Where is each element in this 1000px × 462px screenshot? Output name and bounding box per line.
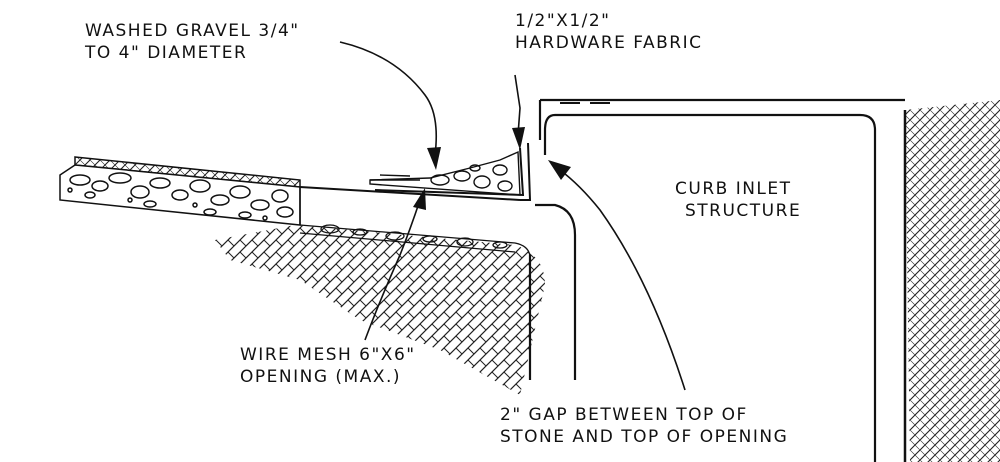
mesh-leader xyxy=(364,199,421,341)
gravel-pile xyxy=(369,150,521,196)
fabric-label: 1/2"x1/2" HARDWARE FABRIC xyxy=(515,10,703,54)
curb-inlet-structure xyxy=(528,98,905,462)
gravel-arrowhead xyxy=(427,147,441,170)
fabric-leader xyxy=(514,74,521,136)
mesh-label: WIRE MESH 6"x6" OPENING (MAX.) xyxy=(240,344,416,388)
soil-hatch-left xyxy=(215,225,545,395)
mesh-arrowhead xyxy=(413,188,426,210)
gap-label: 2" GAP BETWEEN TOP OF STONE AND TOP OF O… xyxy=(500,404,788,448)
fabric-label-line1: 1/2"x1/2" xyxy=(515,11,611,31)
gravel-bed xyxy=(59,164,301,226)
structure-label-line2: STRUCTURE xyxy=(685,201,802,221)
fabric-arrowhead xyxy=(512,127,525,150)
structure-label-line1: CURB INLET xyxy=(675,179,792,199)
gap-arrowhead xyxy=(548,160,571,180)
gap-label-line1: 2" GAP BETWEEN TOP OF xyxy=(500,405,748,425)
gravel-label: WASHED GRAVEL 3/4" TO 4" DIAMETER xyxy=(85,20,300,64)
wire-mesh-line xyxy=(299,186,521,201)
gravel-label-line2: TO 4" DIAMETER xyxy=(85,43,248,63)
structure-label: CURB INLET STRUCTURE xyxy=(675,178,801,222)
gravel-label-line1: WASHED GRAVEL 3/4" xyxy=(85,21,300,41)
gap-label-line2: STONE AND TOP OF OPENING xyxy=(500,427,789,447)
gap-leader xyxy=(559,169,686,391)
fabric-label-line2: HARDWARE FABRIC xyxy=(515,33,703,53)
mesh-label-line2: OPENING (MAX.) xyxy=(240,367,402,387)
mesh-label-line1: WIRE MESH 6"x6" xyxy=(240,345,416,365)
gravel-leader xyxy=(339,41,438,156)
soil-hatch-right xyxy=(905,100,1000,462)
